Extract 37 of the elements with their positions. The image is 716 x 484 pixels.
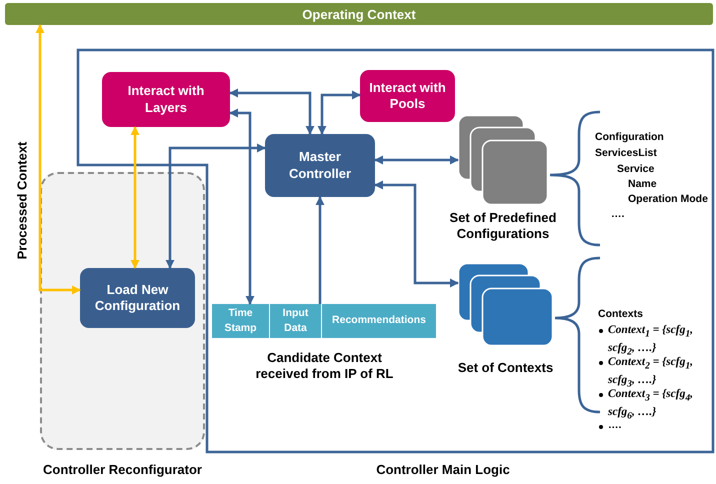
arrow bbox=[318, 90, 361, 135]
box-label: Master Controller bbox=[288, 149, 352, 182]
table-cell: Time Stamp bbox=[212, 304, 270, 338]
arrow bbox=[229, 88, 314, 135]
process-box bbox=[265, 134, 375, 197]
box-label: Interact with Layers bbox=[126, 83, 206, 116]
list-text: Configuration bbox=[595, 131, 664, 143]
arrow bbox=[374, 156, 459, 164]
process-box bbox=[102, 72, 230, 127]
arrow bbox=[130, 126, 140, 269]
process-box bbox=[360, 70, 455, 122]
arrow bbox=[229, 108, 254, 305]
arrow bbox=[36, 24, 81, 294]
list-text: Service bbox=[617, 163, 654, 175]
list-text: Name bbox=[628, 178, 657, 190]
banner-title: Operating Context bbox=[302, 6, 416, 22]
context-banner bbox=[5, 3, 713, 25]
region-title: Controller Main Logic bbox=[375, 462, 511, 478]
arrow bbox=[316, 196, 324, 304]
table-caption: Candidate Context received from IP of RL bbox=[254, 350, 394, 382]
table-cell: Recommendations bbox=[322, 304, 437, 338]
table-cell: Input Data bbox=[270, 304, 322, 338]
list-text: …. bbox=[611, 208, 624, 220]
arrow bbox=[374, 180, 459, 288]
process-box bbox=[80, 268, 195, 328]
list-text: ServicesList bbox=[595, 147, 657, 159]
list-text: Context$_{2}$ = {scfg$_{1}$, scfg$_{3}$, ….} bbox=[608, 355, 694, 390]
box-label: Load New Configuration bbox=[94, 282, 182, 314]
group-title: Controller Reconfigurator bbox=[42, 462, 203, 478]
list-text: Context$_{1}$ = {scfg$_{1}$, scfg$_{2}$, ….} bbox=[608, 323, 694, 358]
list-text: Operation Mode bbox=[628, 193, 708, 205]
list-text: Contexts bbox=[598, 308, 643, 320]
arrow bbox=[166, 144, 266, 269]
edge-label: Processed Context bbox=[14, 141, 30, 259]
box-label: Interact with Pools bbox=[368, 80, 447, 112]
stack-label: Set of Predefined Configurations bbox=[448, 210, 558, 242]
stack-label: Set of Contexts bbox=[456, 360, 554, 376]
